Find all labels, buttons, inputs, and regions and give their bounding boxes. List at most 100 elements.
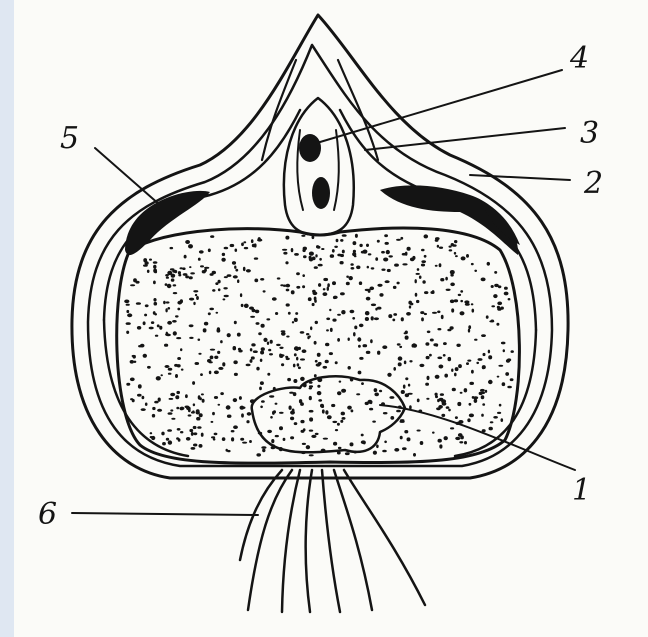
stipple-dot (417, 430, 421, 432)
stipple-dot (432, 432, 435, 434)
stipple-dot (402, 263, 407, 265)
stipple-dot (394, 264, 399, 267)
stipple-dot (193, 290, 198, 292)
stipple-dot (333, 442, 337, 446)
stipple-dot (216, 312, 219, 314)
stipple-dot (337, 338, 340, 342)
stipple-dot (256, 322, 260, 325)
stipple-dot (440, 278, 444, 281)
stipple-dot (506, 359, 510, 363)
stipple-dot (489, 427, 493, 431)
stipple-dot (349, 276, 353, 280)
stipple-dot (214, 356, 218, 359)
stipple-dot (309, 396, 312, 400)
stipple-dot (464, 300, 469, 303)
stipple-dot (241, 243, 244, 247)
stipple-dot (452, 388, 456, 392)
stipple-dot (458, 294, 461, 296)
stipple-dot (167, 284, 172, 288)
synergid-left (125, 191, 210, 255)
stipple-dot (307, 336, 309, 339)
stipple-dot (497, 302, 502, 306)
stipple-dot (427, 376, 430, 380)
stipple-dot (177, 357, 181, 360)
stipple-dot (251, 343, 255, 346)
stipple-dot (168, 368, 173, 371)
stipple-dot (301, 235, 305, 237)
stipple-dot (468, 325, 471, 329)
stipple-dot (130, 360, 134, 364)
stipple-dot (244, 247, 248, 249)
stipple-dot (329, 352, 333, 355)
stipple-dot (485, 390, 487, 393)
stipple-dot (340, 420, 343, 423)
stipple-dot (481, 278, 486, 282)
stipple-dot (208, 249, 211, 253)
stipple-dot (201, 433, 204, 437)
stipple-dot (309, 256, 312, 260)
stipple-dot (486, 315, 489, 318)
stipple-dot (361, 434, 364, 437)
stipple-dot (180, 267, 183, 269)
stipple-dot (401, 317, 404, 321)
stipple-dot (282, 249, 287, 251)
stipple-dot (318, 399, 322, 402)
stipple-dot (407, 247, 411, 251)
stipple-dot (348, 338, 350, 341)
stipple-dot (460, 435, 464, 439)
stipple-dot (137, 394, 142, 397)
stipple-dot (326, 318, 330, 321)
chalaza-strands (240, 470, 425, 612)
stipple-dot (126, 322, 131, 325)
stipple-dot (149, 327, 154, 330)
stipple-dot (350, 263, 353, 266)
stipple-dot (497, 306, 500, 309)
stipple-dot (396, 239, 401, 241)
stipple-dot (446, 406, 450, 409)
stipple-dot (389, 396, 394, 399)
stipple-dot (183, 273, 188, 276)
stipple-dot (341, 310, 345, 314)
stipple-dot (444, 436, 448, 440)
stipple-dot (402, 410, 405, 412)
stipple-dot (258, 332, 262, 335)
stipple-dot (295, 312, 298, 315)
stipple-dot (130, 378, 135, 382)
stipple-dot (153, 261, 158, 264)
nucleus-lower (312, 177, 330, 209)
stipple-dot (417, 268, 420, 271)
stipple-dot (312, 235, 315, 239)
stipple-dot (373, 451, 377, 455)
stipple-dot (141, 408, 146, 411)
stipple-dot (145, 403, 148, 406)
stipple-dot (250, 316, 255, 318)
stipple-dot (365, 317, 369, 321)
stipple-dot (302, 443, 306, 445)
stipple-dot (168, 412, 173, 415)
stipple-dot (167, 429, 172, 432)
stipple-dot (256, 367, 259, 371)
stipple-dot (165, 365, 170, 368)
stipple-dot (467, 418, 470, 422)
stipple-dot (341, 389, 346, 393)
stipple-dot (459, 441, 463, 443)
stipple-dot (227, 450, 231, 452)
label-6: 6 (38, 497, 57, 532)
stipple-dot (188, 408, 191, 412)
stipple-dot (370, 287, 375, 291)
stipple-dot (503, 349, 505, 352)
stipple-dot (296, 272, 300, 275)
stipple-dot (202, 270, 206, 273)
stipple-dot (454, 373, 457, 377)
stipple-dot (439, 247, 443, 249)
stipple-dot (354, 326, 357, 330)
stipple-dot (455, 437, 460, 440)
stipple-dot (421, 317, 424, 321)
stipple-dot (490, 421, 494, 423)
stipple-dot (261, 400, 265, 403)
stipple-dot (234, 266, 236, 269)
stipple-dot (359, 281, 362, 285)
stipple-dot (332, 319, 336, 322)
stipple-dot (243, 267, 246, 271)
stipple-dot (223, 298, 226, 300)
